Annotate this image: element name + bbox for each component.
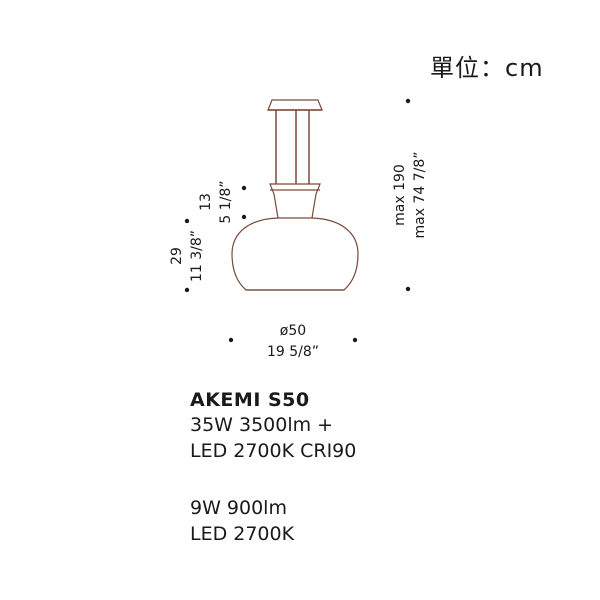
max-height-dot-bottom [405,286,411,292]
unit-label: 單位：cm [430,54,544,82]
total-height-dot-bottom [184,287,190,293]
lamp-neck [269,183,321,219]
max-height-dot-top [405,98,411,104]
neck-height-metric: 13 [198,193,214,211]
neck-height-dot-bottom [241,214,247,220]
neck-height-imperial: 5 1/8” [218,180,234,223]
total-height-imperial: 11 3/8” [189,230,205,282]
total-height-dot-top [184,218,190,224]
diameter-imperial: 19 5/8” [267,344,319,360]
spec-secondary-line2: LED 2700K [190,523,295,545]
dimension-markers [184,98,411,343]
ceiling-canopy [267,99,323,111]
max-height-metric: max 190 [392,164,408,226]
spec-primary-line1: 35W 3500lm + [190,414,334,436]
diameter-dot-right [352,337,358,343]
diameter-metric: ø50 [280,323,306,339]
spec-primary-line2: LED 2700K CRI90 [190,440,357,462]
spec-block-primary: 35W 3500lm + LED 2700K CRI90 [190,412,356,464]
diameter-dot-left [228,337,234,343]
lamp-illustration [231,99,359,291]
lamp-dimension-drawing: max 190 max 74 7/8” 13 5 1/8” 29 11 3/8”… [169,98,428,360]
neck-height-dot-top [241,185,247,191]
max-height-imperial: max 74 7/8” [412,151,428,238]
spec-block-secondary: 9W 900lm LED 2700K [190,495,294,547]
total-height-metric: 29 [169,247,185,265]
spec-secondary-line1: 9W 900lm [190,497,287,519]
lamp-shade [231,217,359,291]
product-name: AKEMI S50 [190,389,310,411]
